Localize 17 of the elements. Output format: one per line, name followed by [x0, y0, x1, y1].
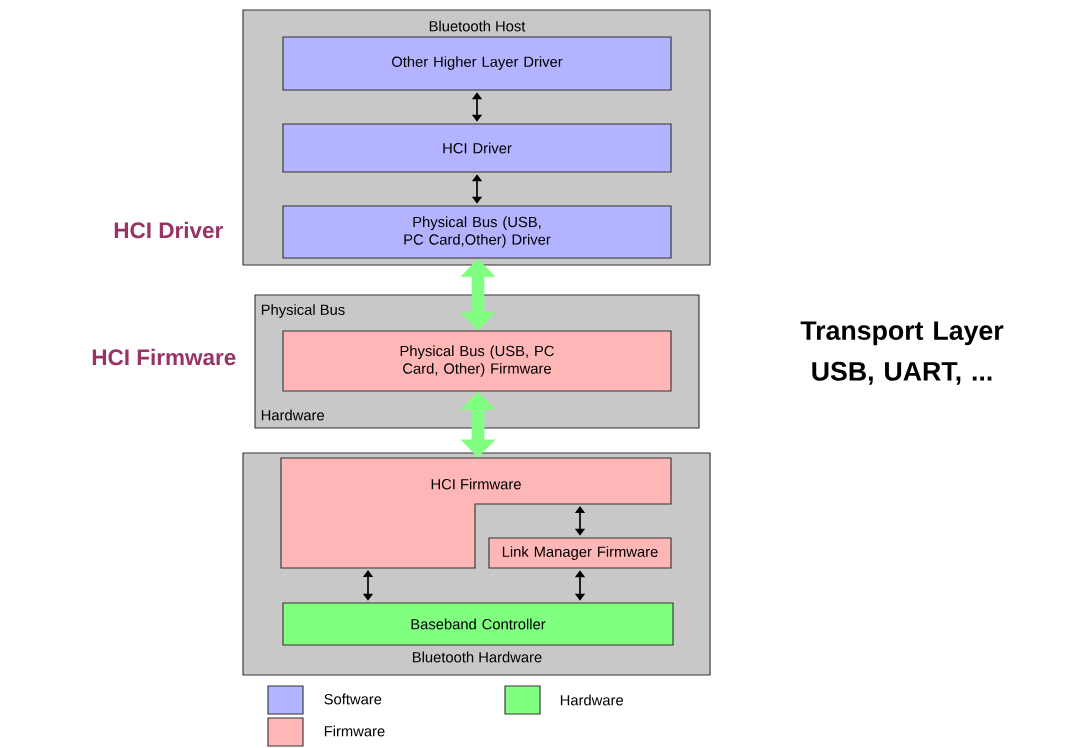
transport-label: Transport Layer USB, UART, ... — [800, 321, 1004, 385]
side-label: HCI Driver — [114, 221, 223, 239]
arrow — [471, 174, 483, 204]
arrow — [471, 92, 483, 122]
side-label: HCI Firmware — [92, 348, 236, 366]
firmware-box: Physical Bus (USB, PC Card, Other) Firmware — [282, 330, 672, 392]
arrow — [362, 570, 374, 601]
firmware-box: Link Manager Firmware — [488, 537, 672, 569]
hardware-box: Baseband Controller — [282, 602, 674, 646]
arrow — [574, 506, 586, 536]
software-box: HCI Driver — [282, 123, 672, 173]
software-box: Other Higher Layer Driver — [282, 36, 672, 91]
legend-label: Firmware — [324, 725, 385, 737]
arrow — [574, 570, 586, 601]
legend-label: Software — [324, 693, 382, 705]
software-box: Physical Bus (USB, PC Card,Other) Driver — [282, 205, 672, 259]
legend-label: Hardware — [560, 694, 623, 706]
